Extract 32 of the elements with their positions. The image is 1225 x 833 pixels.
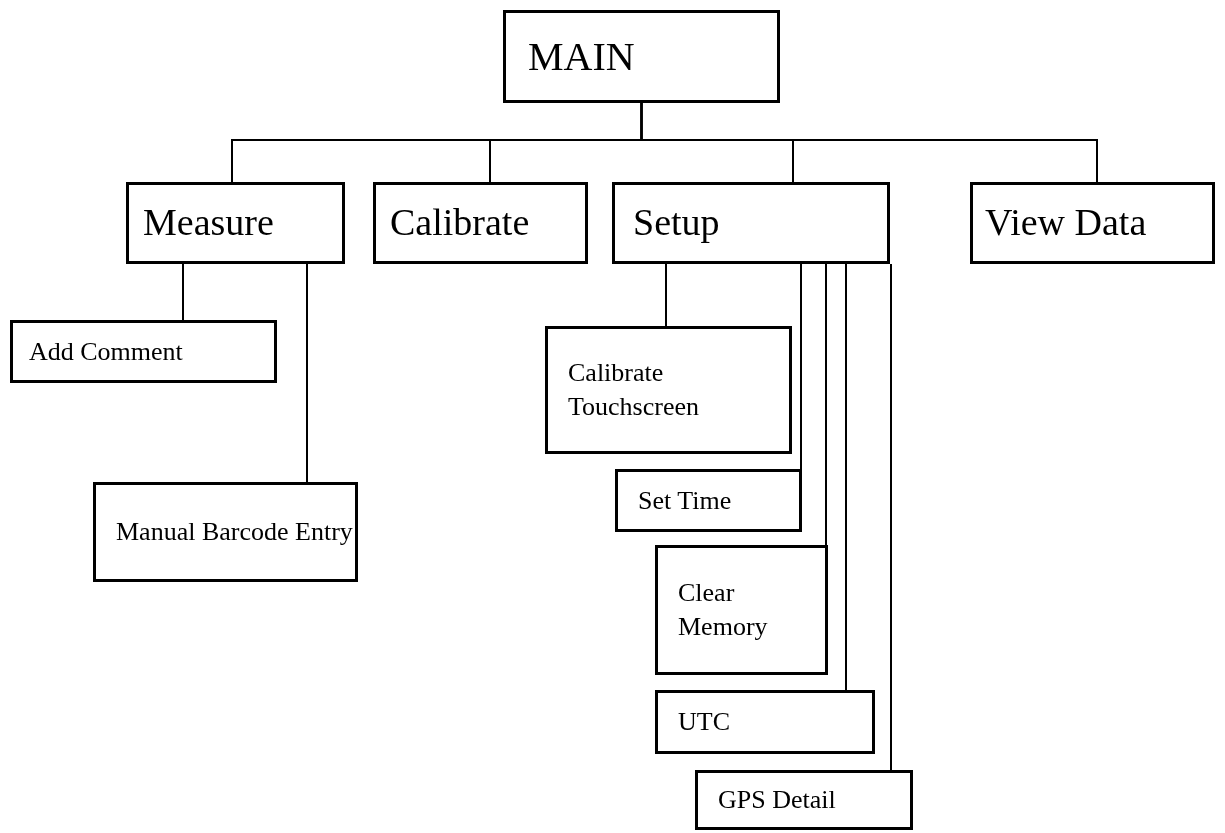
- connector-line: [640, 102, 1098, 183]
- menu-box: [970, 182, 1215, 264]
- connector-line: [845, 263, 847, 691]
- connector-line: [306, 263, 308, 483]
- menu-box: [655, 690, 875, 754]
- menu-box: [373, 182, 588, 264]
- menu-label: Add Comment: [29, 335, 184, 368]
- menu-box: [126, 182, 345, 264]
- menu-label: Calibrate: [390, 200, 531, 246]
- menu-box: [655, 545, 828, 675]
- connector-line: [665, 263, 667, 327]
- menu-label: View Data: [985, 200, 1148, 246]
- connector-line: [182, 263, 184, 321]
- menu-box: [93, 482, 358, 582]
- menu-box: [503, 10, 780, 103]
- menu-box: [695, 770, 913, 830]
- menu-label: Calibrate Touchscreen: [568, 357, 700, 423]
- menu-label: UTC: [678, 706, 731, 739]
- menu-box: [612, 182, 890, 264]
- menu-label: Set Time: [638, 484, 733, 517]
- menu-label: Measure: [143, 200, 275, 246]
- connector-line: [890, 263, 892, 771]
- menu-label: MAIN: [528, 32, 636, 81]
- menu-label: GPS Detail: [718, 784, 837, 817]
- menu-label: Manual Barcode Entry: [116, 516, 354, 549]
- connector-line: [800, 263, 802, 470]
- menu-box: [615, 469, 802, 532]
- menu-label: Clear Memory: [678, 577, 769, 643]
- menu-box: [10, 320, 277, 383]
- connector-line: [825, 263, 827, 546]
- menu-box: [545, 326, 792, 454]
- menu-label: Setup: [633, 200, 721, 246]
